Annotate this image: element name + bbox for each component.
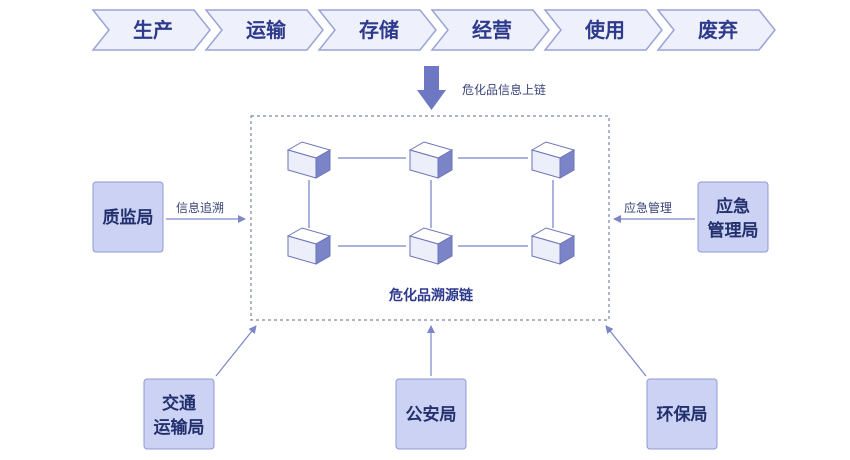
process-step-2: 运输 [204,9,324,51]
chain-label: 危化品溯源链 [388,287,474,304]
process-step-label: 使用 [584,18,625,42]
trace-edge-label: 信息追溯 [176,200,224,215]
agency-emergency: 应急 管理局 [697,181,769,253]
agency-label: 质监局 [103,207,154,228]
environment-arrow [605,325,647,377]
process-step-label: 生产 [133,18,173,42]
process-step-label: 废弃 [698,18,738,42]
agency-label: 公安局 [406,404,457,425]
trace-chain-frame [250,115,610,321]
process-step-3: 存储 [317,9,437,51]
process-step-1: 生产 [91,9,211,51]
agency-arrows [166,215,695,377]
cube-icon [530,227,576,265]
agency-label: 管理局 [708,220,759,241]
process-step-5: 使用 [543,9,663,51]
chain-links [308,157,554,247]
cube-icon [286,227,332,265]
cube-icon [530,141,576,179]
upload-arrow [417,66,446,110]
transport-arrow [215,325,257,377]
process-flow: 生产 运输 存储 经营 使用 废弃 [91,9,776,51]
process-step-4: 经营 [430,9,550,51]
agency-quality: 质监局 [92,181,164,253]
agency-label: 交通 [162,393,196,414]
cube-icon [408,227,454,265]
cube-icon [286,141,332,179]
process-step-label: 存储 [359,18,399,42]
agency-label: 运输局 [154,417,205,438]
agency-police: 公安局 [395,378,467,450]
process-step-label: 运输 [246,18,287,42]
upload-label: 危化品信息上链 [462,82,546,97]
cube-icon [408,141,454,179]
emergency-edge-label: 应急管理 [624,200,672,215]
process-step-6: 废弃 [656,9,776,51]
process-step-label: 经营 [472,18,512,42]
agency-environment: 环保局 [646,378,718,450]
agency-transport: 交通 运输局 [143,378,215,450]
agency-label: 应急 [716,196,750,217]
agency-label: 环保局 [657,404,708,425]
